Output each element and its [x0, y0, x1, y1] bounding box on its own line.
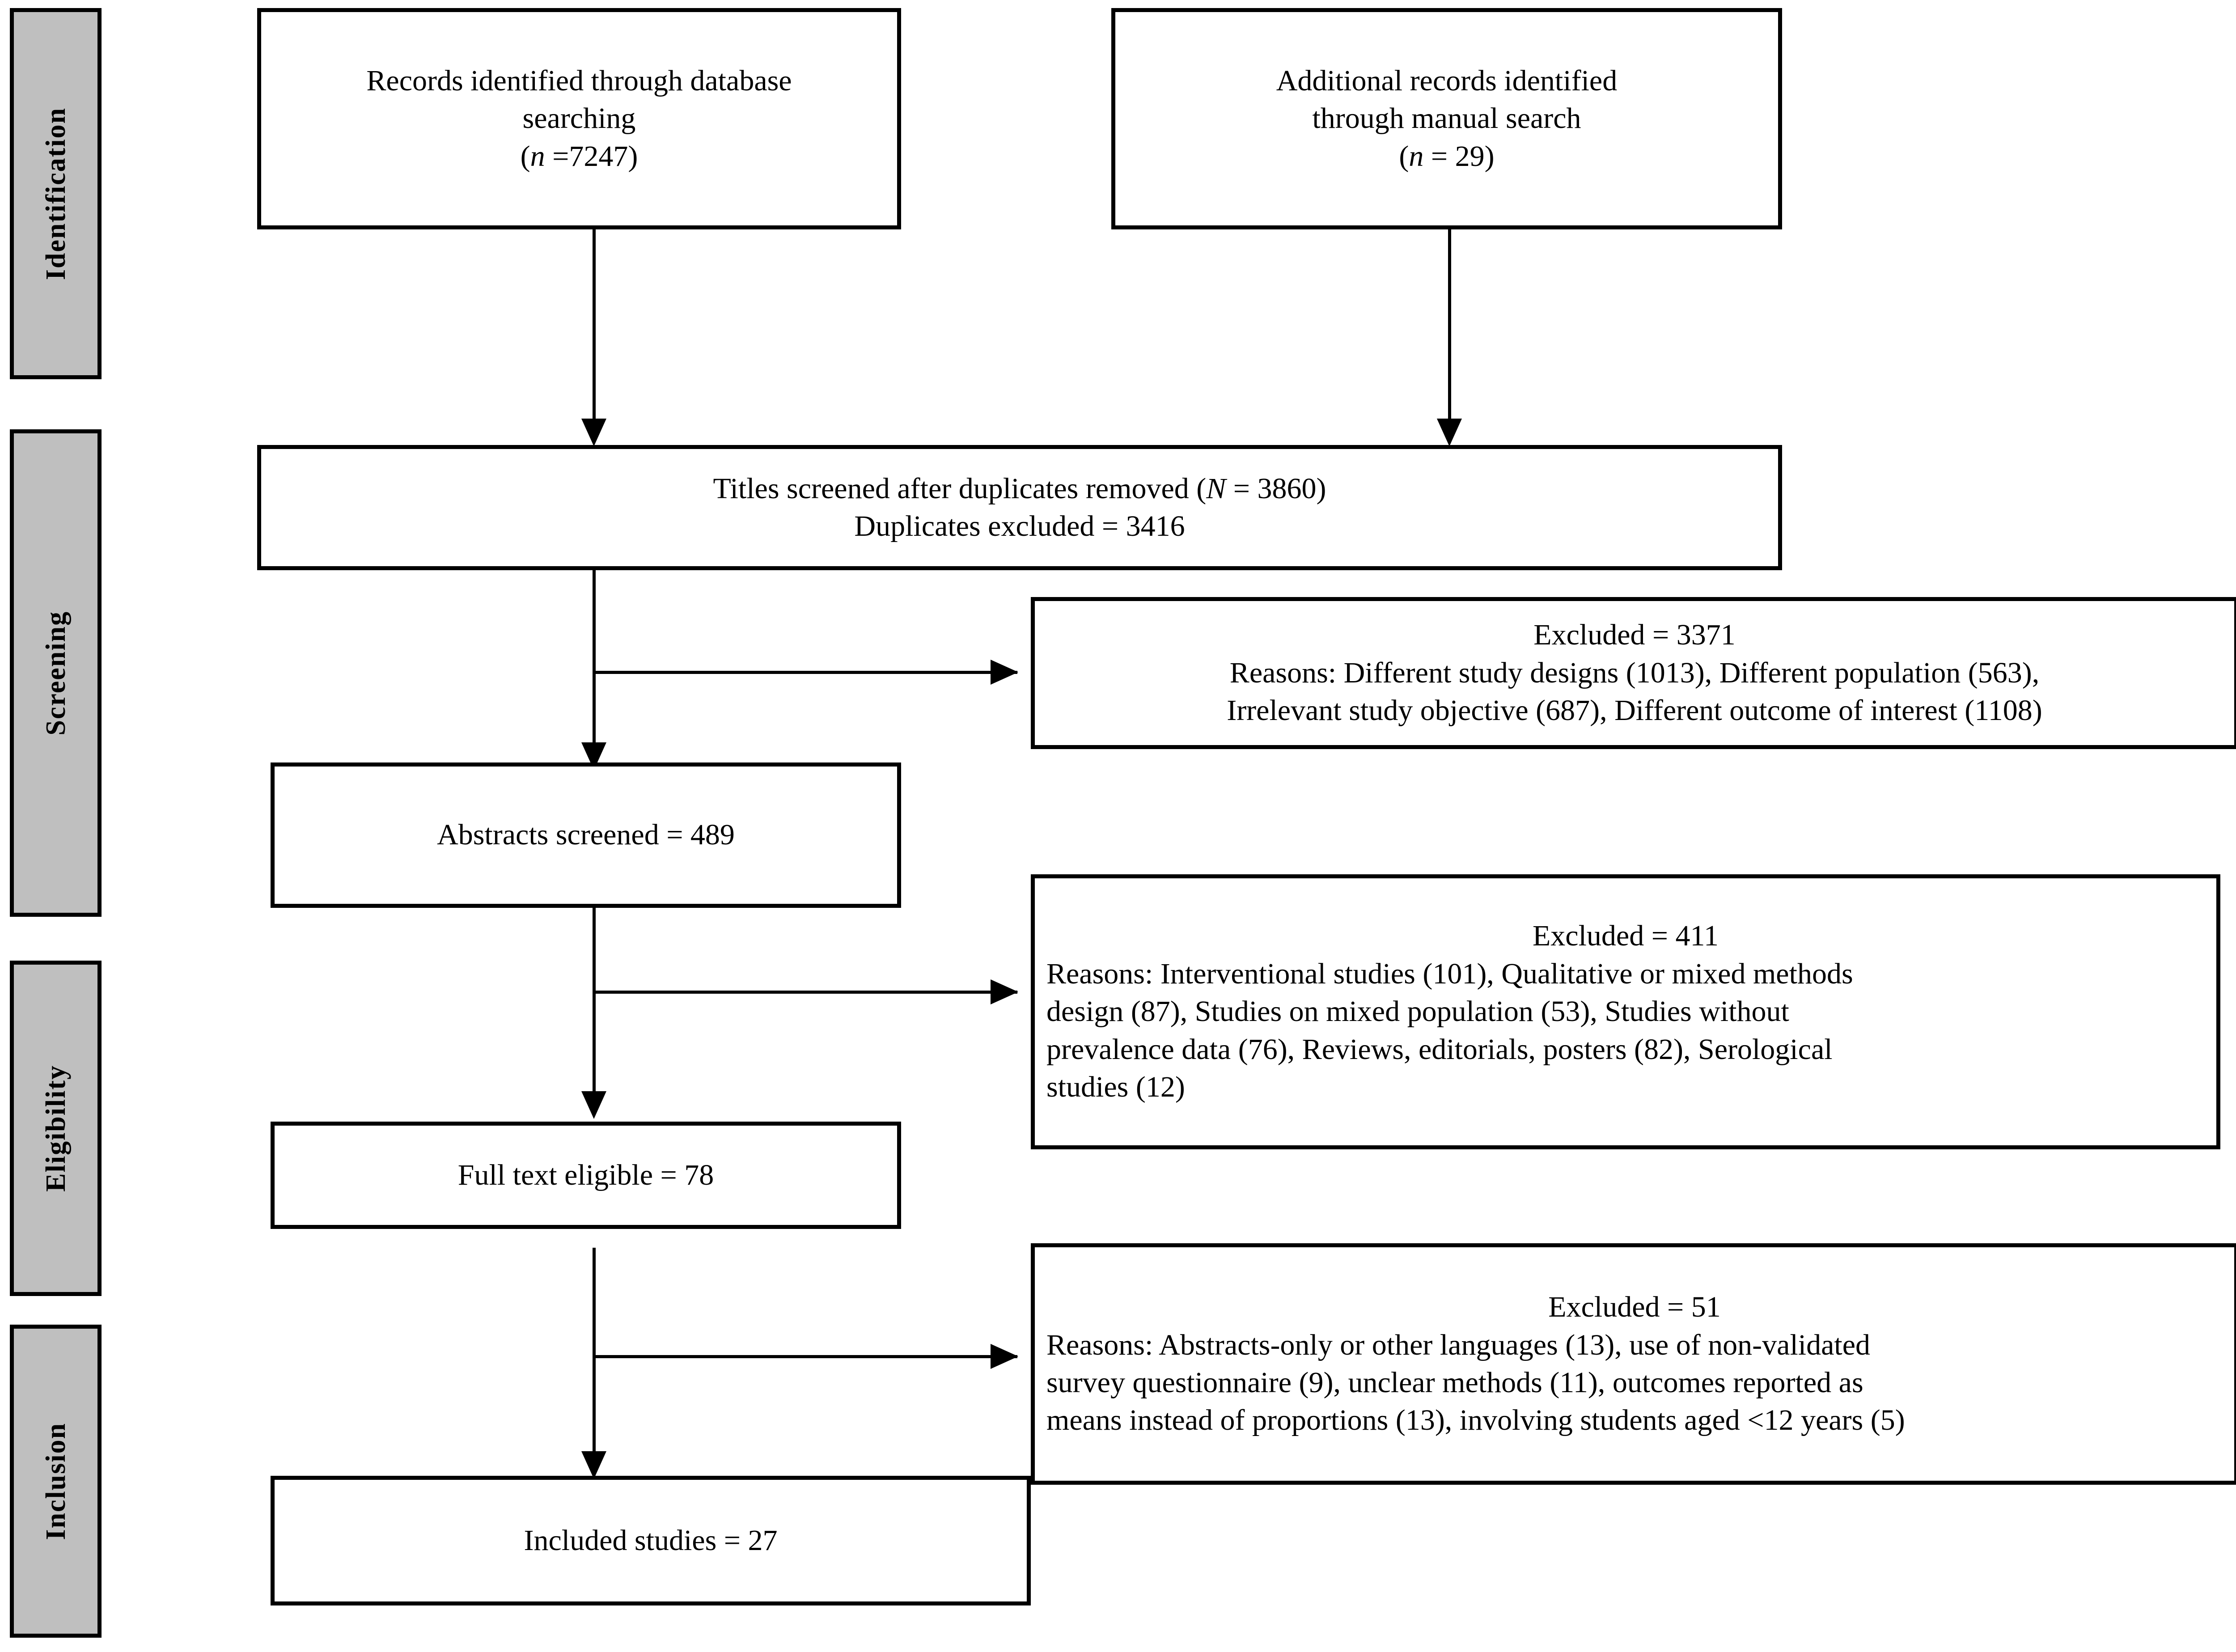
included-studies-label: Included studies = 27: [524, 1524, 778, 1557]
box-full-text-eligible: Full text eligible = 78: [271, 1122, 901, 1229]
records-manual-count: (n = 29): [1399, 140, 1495, 173]
stage-label-screening: Screening: [40, 610, 71, 736]
excluded-fulltext-line1: Reasons: Abstracts-only or other languag…: [1046, 1328, 1871, 1361]
stage-box-identification: Identification: [10, 8, 102, 379]
connector-fulltext-to-excluded-fulltext: [593, 1355, 1017, 1358]
records-database-count-symbol: n: [530, 140, 545, 173]
connector-abstracts-to-fulltext: [593, 908, 596, 1109]
excluded-fulltext-heading: Excluded = 51: [1548, 1291, 1721, 1324]
titles-screened-line1-italic: N: [1206, 472, 1226, 505]
records-manual-count-value: = 29: [1423, 140, 1485, 173]
connector-abstracts-to-excluded-abstracts: [593, 991, 1017, 994]
records-manual-line1: Additional records identified: [1276, 64, 1618, 97]
box-records-identified-database: Records identified through database sear…: [257, 8, 901, 229]
arrowhead-fulltext-to-excluded-fulltext: [991, 1344, 1018, 1369]
excluded-fulltext-line3: means instead of proportions (13), invol…: [1046, 1404, 1905, 1437]
titles-screened-line1: Titles screened after duplicates removed…: [702, 470, 1338, 508]
excluded-abstracts-heading: Excluded = 411: [1532, 919, 1719, 953]
connector-titles-to-excluded-titles: [593, 671, 1017, 674]
arrowhead-titles-to-excluded-titles: [991, 660, 1018, 685]
excluded-titles-line2: Irrelevant study objective (687), Differ…: [1227, 694, 2042, 727]
excluded-abstracts-line1: Reasons: Interventional studies (101), Q…: [1046, 957, 1853, 990]
records-database-line2: searching: [522, 102, 636, 135]
box-included-studies: Included studies = 27: [271, 1476, 1031, 1605]
arrowhead-fulltext-to-included: [581, 1451, 606, 1479]
excluded-fulltext-line2: survey questionnaire (9), unclear method…: [1046, 1366, 1863, 1399]
box-excluded-titles: Excluded = 3371 Reasons: Different study…: [1031, 597, 2236, 749]
stage-label-eligibility: Eligibility: [40, 1065, 71, 1192]
box-excluded-fulltext: Excluded = 51 Reasons: Abstracts-only or…: [1031, 1243, 2236, 1485]
records-database-count-value: =7247: [545, 140, 628, 173]
box-records-identified-manual: Additional records identified through ma…: [1111, 8, 1782, 229]
abstracts-screened-label: Abstracts screened = 489: [437, 818, 735, 851]
excluded-abstracts-line3: prevalence data (76), Reviews, editorial…: [1046, 1033, 1833, 1066]
records-manual-line2: through manual search: [1312, 102, 1581, 135]
records-database-line1: Records identified through database: [366, 64, 792, 97]
full-text-eligible-label: Full text eligible = 78: [457, 1158, 714, 1191]
box-excluded-abstracts: Excluded = 411 Reasons: Interventional s…: [1031, 874, 2220, 1149]
titles-screened-line2: Duplicates excluded = 3416: [854, 510, 1185, 542]
connector-records-database-to-titles: [593, 227, 596, 428]
arrowhead-abstracts-to-excluded-abstracts: [991, 979, 1018, 1004]
excluded-titles-line1: Reasons: Different study designs (1013),…: [1229, 656, 2040, 689]
titles-screened-line1-b: = 3860): [1226, 472, 1326, 505]
box-abstracts-screened: Abstracts screened = 489: [271, 762, 901, 908]
arrowhead-records-manual-to-titles: [1437, 419, 1462, 446]
stage-box-inclusion: Inclusion: [10, 1325, 102, 1638]
excluded-abstracts-line2: design (87), Studies on mixed population…: [1046, 995, 1789, 1028]
stage-label-inclusion: Inclusion: [40, 1422, 71, 1540]
arrowhead-abstracts-to-fulltext: [581, 1091, 606, 1119]
stage-label-identification: Identification: [40, 107, 71, 280]
records-database-count: (n =7247): [520, 140, 638, 173]
excluded-abstracts-line4: studies (12): [1046, 1071, 1185, 1104]
excluded-titles-heading: Excluded = 3371: [1533, 618, 1736, 652]
records-manual-count-symbol: n: [1409, 140, 1424, 173]
arrowhead-records-database-to-titles: [581, 419, 606, 446]
box-titles-screened: Titles screened after duplicates removed…: [257, 445, 1782, 570]
connector-fulltext-to-included: [593, 1248, 596, 1458]
stage-box-screening: Screening: [10, 429, 102, 917]
connector-records-manual-to-titles: [1448, 227, 1451, 428]
titles-screened-line1-a: Titles screened after duplicates removed…: [713, 472, 1207, 505]
stage-box-eligibility: Eligibility: [10, 961, 102, 1296]
